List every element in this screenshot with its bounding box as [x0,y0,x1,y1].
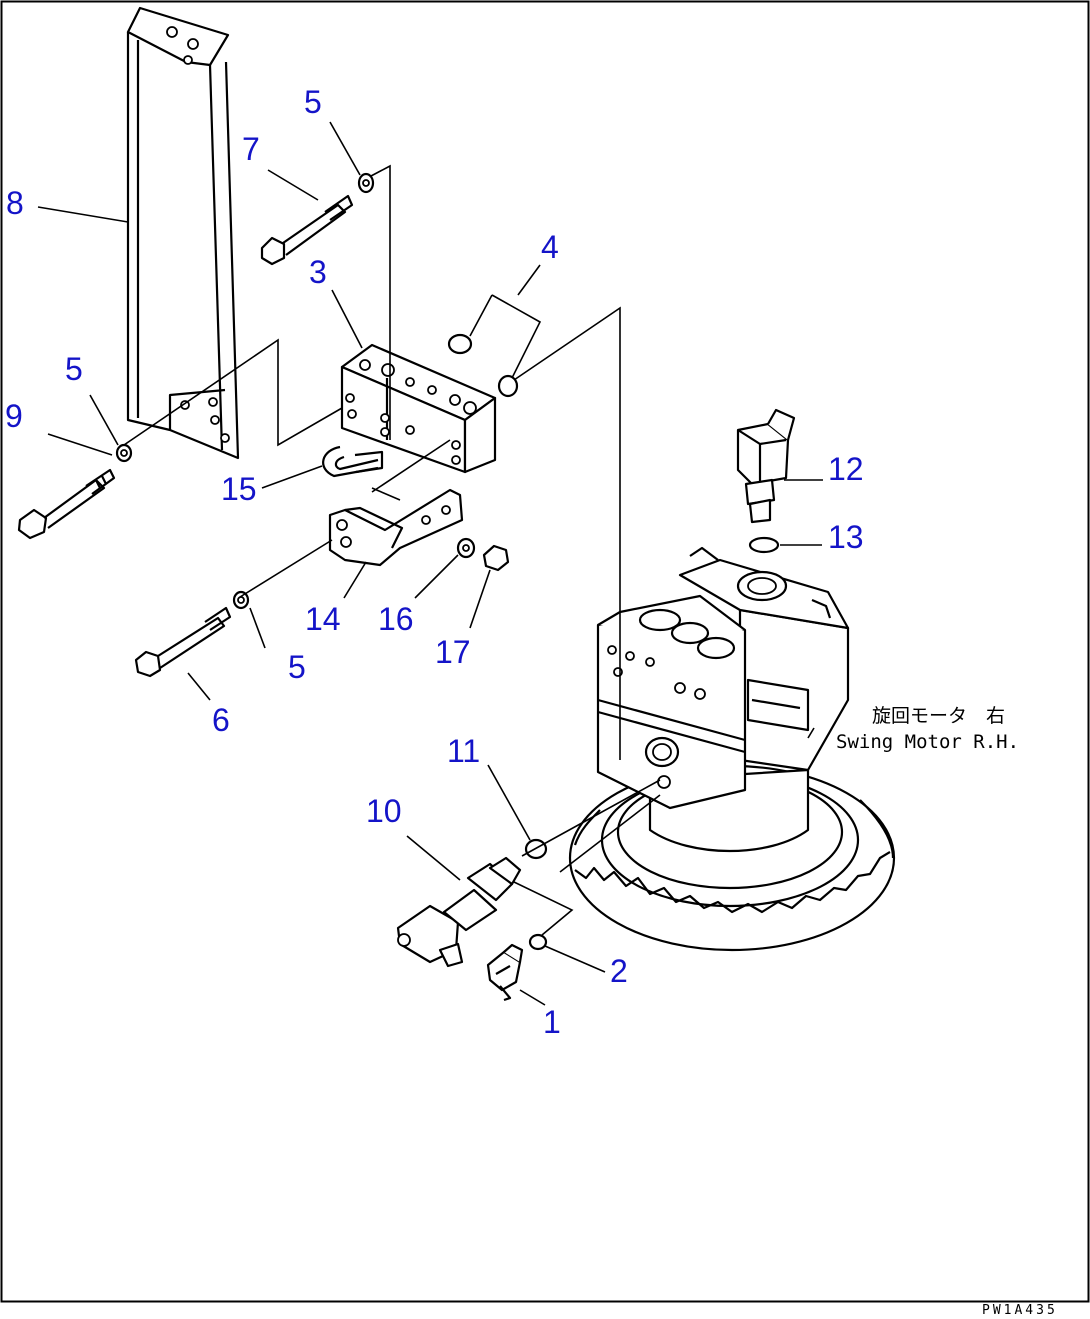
callout-labels: 1 2 3 4 5 5 5 6 7 8 9 10 11 12 13 14 15 … [5,84,864,1040]
callout-7: 7 [242,131,260,167]
part-8-bracket [126,6,240,460]
callout-9: 9 [5,398,23,434]
callout-1: 1 [543,1004,561,1040]
part-12-fitting [736,408,796,524]
callout-5-left: 5 [65,351,83,387]
callout-16: 16 [378,601,414,637]
part-1-fitting [486,943,524,1002]
callout-13: 13 [828,519,864,555]
caption-english: Swing Motor R.H. [836,731,1019,753]
callout-10: 10 [366,793,402,829]
part-4-oring-a [447,333,473,355]
part-6-bolt [134,606,232,678]
part-10-fitting [396,856,522,968]
caption-japanese: 旋回モータ 右 [872,705,1005,727]
part-14-plate [328,488,464,567]
part-9-bolt [17,468,116,540]
callout-4: 4 [541,229,559,265]
part-15-ubolt [322,445,384,478]
callout-5-top: 5 [304,84,322,120]
callout-6: 6 [212,702,230,738]
callout-17: 17 [435,634,471,670]
part-7-bolt [260,194,354,266]
drawing-code: PW1A435 [982,1303,1058,1318]
leader-lines [37,121,823,1006]
callout-11: 11 [447,733,480,769]
callout-12: 12 [828,451,864,487]
callout-5-bottom: 5 [288,649,306,685]
part-13-oring [748,536,780,554]
callout-8: 8 [6,185,24,221]
part-3-block [340,343,497,474]
part-4-oring-b [497,374,519,398]
callout-14: 14 [305,601,341,637]
part-17-nut [482,544,510,572]
callout-15: 15 [221,471,257,507]
callout-2: 2 [610,953,628,989]
callout-3: 3 [309,254,327,290]
part-2-oring [528,933,548,951]
swing-motor-assembly [568,546,896,952]
